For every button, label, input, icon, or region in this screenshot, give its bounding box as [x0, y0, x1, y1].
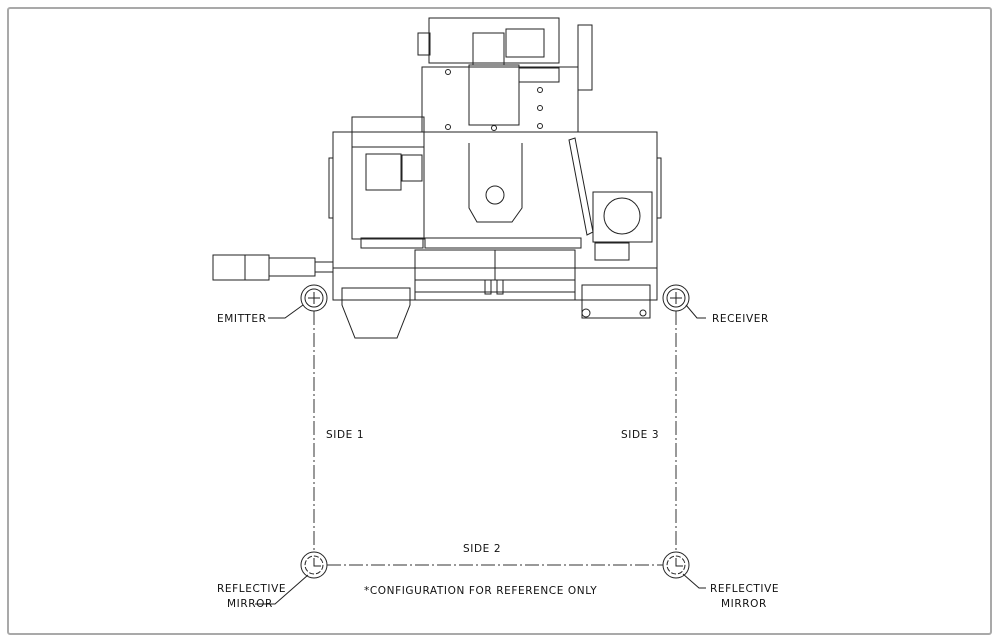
side-2-label: SIDE 2	[463, 543, 501, 555]
machine-top-view	[212, 17, 662, 339]
mirror-icon	[662, 551, 690, 579]
emitter-icon	[300, 284, 328, 312]
mirror-right-label-line1: REFLECTIVE	[710, 583, 779, 595]
emitter-label: EMITTER	[217, 313, 267, 325]
mirror-right-label-line2: MIRROR	[721, 598, 767, 610]
diagram-frame	[7, 7, 992, 635]
side-3-label: SIDE 3	[621, 429, 659, 441]
mirror-icon	[300, 551, 328, 579]
side-1-label: SIDE 1	[326, 429, 364, 441]
reference-note: *CONFIGURATION FOR REFERENCE ONLY	[364, 585, 597, 597]
receiver-label: RECEIVER	[712, 313, 769, 325]
mirror-left-label-line2: MIRROR	[227, 598, 273, 610]
mirror-left-label-line1: REFLECTIVE	[217, 583, 286, 595]
receiver-icon	[662, 284, 690, 312]
